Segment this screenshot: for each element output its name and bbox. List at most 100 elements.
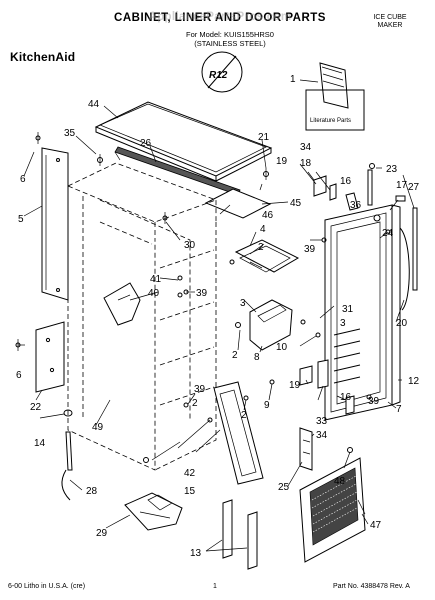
screw-39d-icon (183, 402, 189, 408)
callout-23: 23 (386, 164, 398, 175)
product-line-2: MAKER (377, 22, 403, 29)
callout-26: 26 (140, 138, 152, 149)
footer-page-number: 1 (213, 583, 217, 590)
callout-25: 25 (278, 482, 290, 493)
callout-17: 17 (396, 180, 408, 191)
base-vent-panel (299, 457, 366, 563)
callout-30: 30 (184, 240, 196, 251)
callout-34-top: 34 (300, 142, 312, 153)
grille-bracket (299, 427, 313, 471)
callout-49: 49 (92, 422, 104, 433)
callout-20: 20 (396, 318, 408, 329)
watermark: AppliancePartsPros.com (148, 11, 292, 23)
callout-45: 45 (290, 198, 302, 209)
screw-41-icon (177, 275, 189, 295)
callout-2-d: 2 (192, 398, 198, 409)
product-type: ICE CUBE MAKER (355, 14, 425, 30)
callout-5: 5 (18, 214, 24, 225)
callout-numbers: 1 44 35 21 26 6 5 30 45 46 19 34 18 16 2… (16, 74, 420, 559)
thermostat-bracket (103, 282, 141, 326)
screw-30-icon (162, 212, 168, 224)
callout-21: 21 (258, 132, 270, 143)
bottom-hinge-parts (299, 359, 355, 415)
screw-39c-icon (366, 394, 372, 400)
water-trough (234, 239, 300, 273)
callout-35: 35 (64, 128, 76, 139)
top-panel (94, 101, 273, 182)
callout-40: 40 (148, 288, 160, 299)
leader-lines (18, 79, 415, 552)
door-outer-panel (391, 204, 401, 406)
callout-39-door: 39 (304, 244, 316, 255)
screw-2c-icon (243, 395, 249, 401)
door-frame-gasket (213, 381, 264, 485)
cabinet-outline (67, 162, 217, 471)
finish-line: (STAINLESS STEEL) (194, 39, 266, 48)
footer-litho: 6-00 Litho in U.S.A. (cre) (8, 583, 86, 590)
callout-10: 10 (276, 342, 288, 353)
callout-14: 14 (34, 438, 46, 449)
callout-19-bottom: 19 (289, 380, 301, 391)
literature-parts-booklet: Literature Parts (305, 62, 365, 131)
product-line-1: ICE CUBE (373, 14, 407, 21)
callout-2-b: 2 (232, 350, 238, 361)
door-handle (399, 227, 410, 311)
callout-27: 27 (408, 182, 420, 193)
callout-48: 48 (334, 476, 346, 487)
callout-28: 28 (86, 486, 98, 497)
callout-41: 41 (150, 274, 162, 285)
callout-42: 42 (184, 468, 196, 479)
callout-29: 29 (96, 528, 108, 539)
callout-47: 47 (370, 520, 382, 531)
callout-22: 22 (30, 402, 42, 413)
screw-23-icon (369, 163, 375, 169)
screw-21-icon (263, 168, 269, 180)
callout-6-top: 6 (20, 174, 26, 185)
callout-3-a: 3 (240, 298, 246, 309)
callout-31: 31 (342, 304, 354, 315)
screw-24-icon (385, 229, 391, 235)
mounting-plate (35, 321, 65, 393)
callout-13: 13 (190, 548, 202, 559)
screw-2b-icon (235, 322, 241, 328)
top-hinge-parts (313, 169, 406, 222)
callout-24: 24 (382, 228, 394, 239)
callout-8: 8 (254, 352, 260, 363)
callout-18: 18 (300, 158, 312, 169)
screw-10-icon (300, 319, 321, 338)
drain-tube (61, 431, 73, 501)
callout-9: 9 (264, 400, 270, 411)
callout-2-a: 2 (258, 242, 264, 253)
callout-12: 12 (408, 376, 420, 387)
door-gasket-strips (222, 499, 258, 570)
footer-part-number: Part No. 4388478 Rev. A (333, 583, 410, 590)
insulation-pad (204, 188, 272, 219)
screw-2a-icon (229, 259, 235, 265)
clip-14-icon (63, 409, 73, 417)
screw-35-icon (97, 154, 103, 166)
callout-39-lower: 39 (194, 384, 206, 395)
callout-19-top: 19 (276, 156, 288, 167)
screw-9-icon (269, 379, 275, 385)
scoop (124, 492, 183, 531)
callout-2-c: 2 (241, 410, 247, 421)
callout-39-bottom: 39 (368, 396, 380, 407)
model-line: For Model: KUIS155HRS0 (186, 30, 274, 39)
literature-label: Literature Parts (310, 118, 351, 124)
callout-7: 7 (396, 404, 402, 415)
callout-44: 44 (88, 99, 100, 110)
callout-16-top: 16 (340, 176, 352, 187)
callout-33: 33 (316, 416, 328, 427)
callout-36: 36 (350, 200, 362, 211)
r12-badge: R12 (201, 51, 243, 93)
callout-15: 15 (184, 486, 196, 497)
diagram-title: CABINET, LINER AND DOOR PARTS (114, 12, 326, 24)
callout-39-liner: 39 (196, 288, 208, 299)
screw-39a-icon (177, 292, 183, 298)
brand-logo: KitchenAid (10, 50, 76, 64)
callout-34-bottom: 34 (316, 430, 328, 441)
callout-1: 1 (290, 74, 296, 85)
callout-16-bottom: 16 (340, 392, 352, 403)
callout-46: 46 (262, 210, 274, 221)
